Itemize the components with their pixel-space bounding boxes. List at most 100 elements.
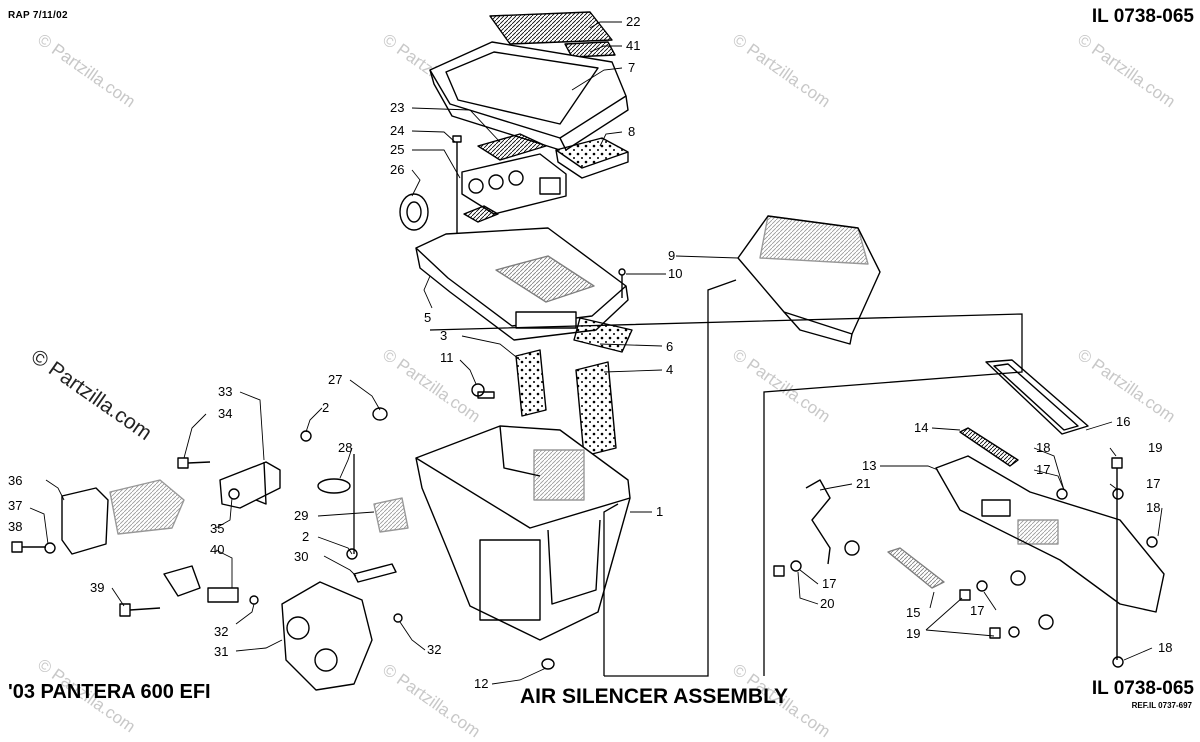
washer-17b (976, 580, 988, 592)
callout: 29 (294, 508, 308, 523)
callout: 31 (214, 644, 228, 659)
air-silencer-box-1 (415, 425, 631, 641)
filter-element-8 (555, 137, 629, 179)
bracket-33 (219, 461, 281, 509)
callout: 27 (328, 372, 342, 387)
callout: 26 (390, 162, 404, 177)
callout: 19 (906, 626, 920, 641)
callout: 15 (906, 605, 920, 620)
callout: 19 (1148, 440, 1162, 455)
callout: 33 (218, 384, 232, 399)
callout: 37 (8, 498, 22, 513)
gasket (463, 205, 499, 223)
model-name: '03 PANTERA 600 EFI (8, 681, 211, 703)
callout: 3 (440, 328, 447, 343)
washer-18b (1146, 536, 1158, 548)
rod-21 (805, 479, 831, 565)
air-box-cover-7 (429, 41, 629, 151)
air-box-tray-5 (415, 227, 629, 341)
label-41 (564, 41, 616, 58)
diagram-canvas: © Partzilla.com © Partzilla.com © Partzi… (8, 6, 1194, 741)
washer-20 (790, 560, 802, 572)
callout: 14 (914, 420, 928, 435)
bolt-19 (1111, 457, 1123, 660)
callout: 18 (1146, 500, 1160, 515)
callout: 11 (440, 350, 454, 365)
callout: 17 (1036, 462, 1050, 477)
body-13 (935, 455, 1165, 613)
callout: 17 (970, 603, 984, 618)
washer-2 (300, 430, 312, 442)
grommet-26 (399, 193, 429, 231)
callout: 2 (322, 400, 329, 415)
callout: 40 (210, 542, 224, 557)
washer-17c (1008, 626, 1020, 638)
strip-14 (959, 427, 1019, 467)
illustration-number-bottom: IL 0738-065 (1091, 678, 1194, 699)
callout: 1 (656, 504, 663, 519)
callout: 41 (626, 38, 640, 53)
callout: 32 (214, 624, 228, 639)
callout: 5 (424, 310, 431, 325)
screw-32 (249, 595, 259, 605)
bolt-39 (119, 603, 161, 617)
reference-illustration: REF.IL 0737-697 (1131, 701, 1192, 710)
cover-36 (61, 487, 109, 555)
cap-27 (372, 407, 388, 421)
seal-16 (985, 359, 1089, 435)
grommet-nut (844, 540, 860, 556)
callout: 36 (8, 473, 22, 488)
throttle-body (109, 479, 185, 535)
washer-17 (1112, 488, 1124, 500)
clip-15 (887, 547, 945, 589)
callout: 16 (1116, 414, 1130, 429)
washer-37 (44, 542, 56, 554)
screw-10 (618, 268, 626, 298)
intake-9 (737, 215, 881, 345)
callout: 12 (474, 676, 488, 691)
decal-23 (477, 133, 547, 161)
callout: 30 (294, 549, 308, 564)
callout: 39 (90, 580, 104, 595)
drain-plug-12 (541, 658, 555, 670)
hose-30 (353, 563, 397, 583)
bolt-38 (11, 541, 46, 553)
illustration-number-top: IL 0738-065 (1091, 6, 1194, 27)
foam-pad-3 (515, 349, 547, 417)
callout: 35 (210, 521, 224, 536)
spacer-40 (207, 587, 239, 603)
callout: 13 (862, 458, 876, 473)
fastener-19b (959, 589, 971, 601)
washer-35 (228, 488, 240, 500)
callout: 21 (856, 476, 870, 491)
intake-duct-31 (281, 581, 373, 691)
clamp-28 (317, 478, 351, 494)
bolt-20 (773, 565, 785, 577)
washer-2b (346, 548, 358, 560)
washer-18c (1112, 656, 1124, 668)
bolt-34 (177, 457, 211, 469)
callout: 6 (666, 339, 673, 354)
assembly-title: AIR SILENCER ASSEMBLY (520, 685, 788, 708)
callout-numbers: 22 41 7 8 23 24 25 26 9 10 5 6 3 4 11 27… (8, 14, 1172, 691)
callout: 23 (390, 100, 404, 115)
callout: 4 (666, 362, 673, 377)
callout: 38 (8, 519, 22, 534)
screw-32b (393, 613, 403, 623)
disc-b (1038, 614, 1054, 630)
callout: 22 (626, 14, 640, 29)
foam-6 (573, 317, 633, 353)
callout: 17 (822, 576, 836, 591)
exploded-view-drawing: 22 41 7 8 23 24 25 26 9 10 5 6 3 4 11 27… (8, 11, 1172, 691)
throttle-assembly-25 (461, 153, 567, 215)
revision-date: RAP 7/11/02 (8, 10, 68, 21)
label-sheet-22 (489, 11, 613, 45)
foam-pad-4 (575, 361, 617, 457)
callout: 32 (427, 642, 441, 657)
callout: 28 (338, 440, 352, 455)
leader-lines (29, 21, 1163, 685)
bracket-29 (373, 497, 409, 533)
washer-18 (1056, 488, 1068, 500)
callout: 2 (302, 529, 309, 544)
callout: 9 (668, 248, 675, 263)
